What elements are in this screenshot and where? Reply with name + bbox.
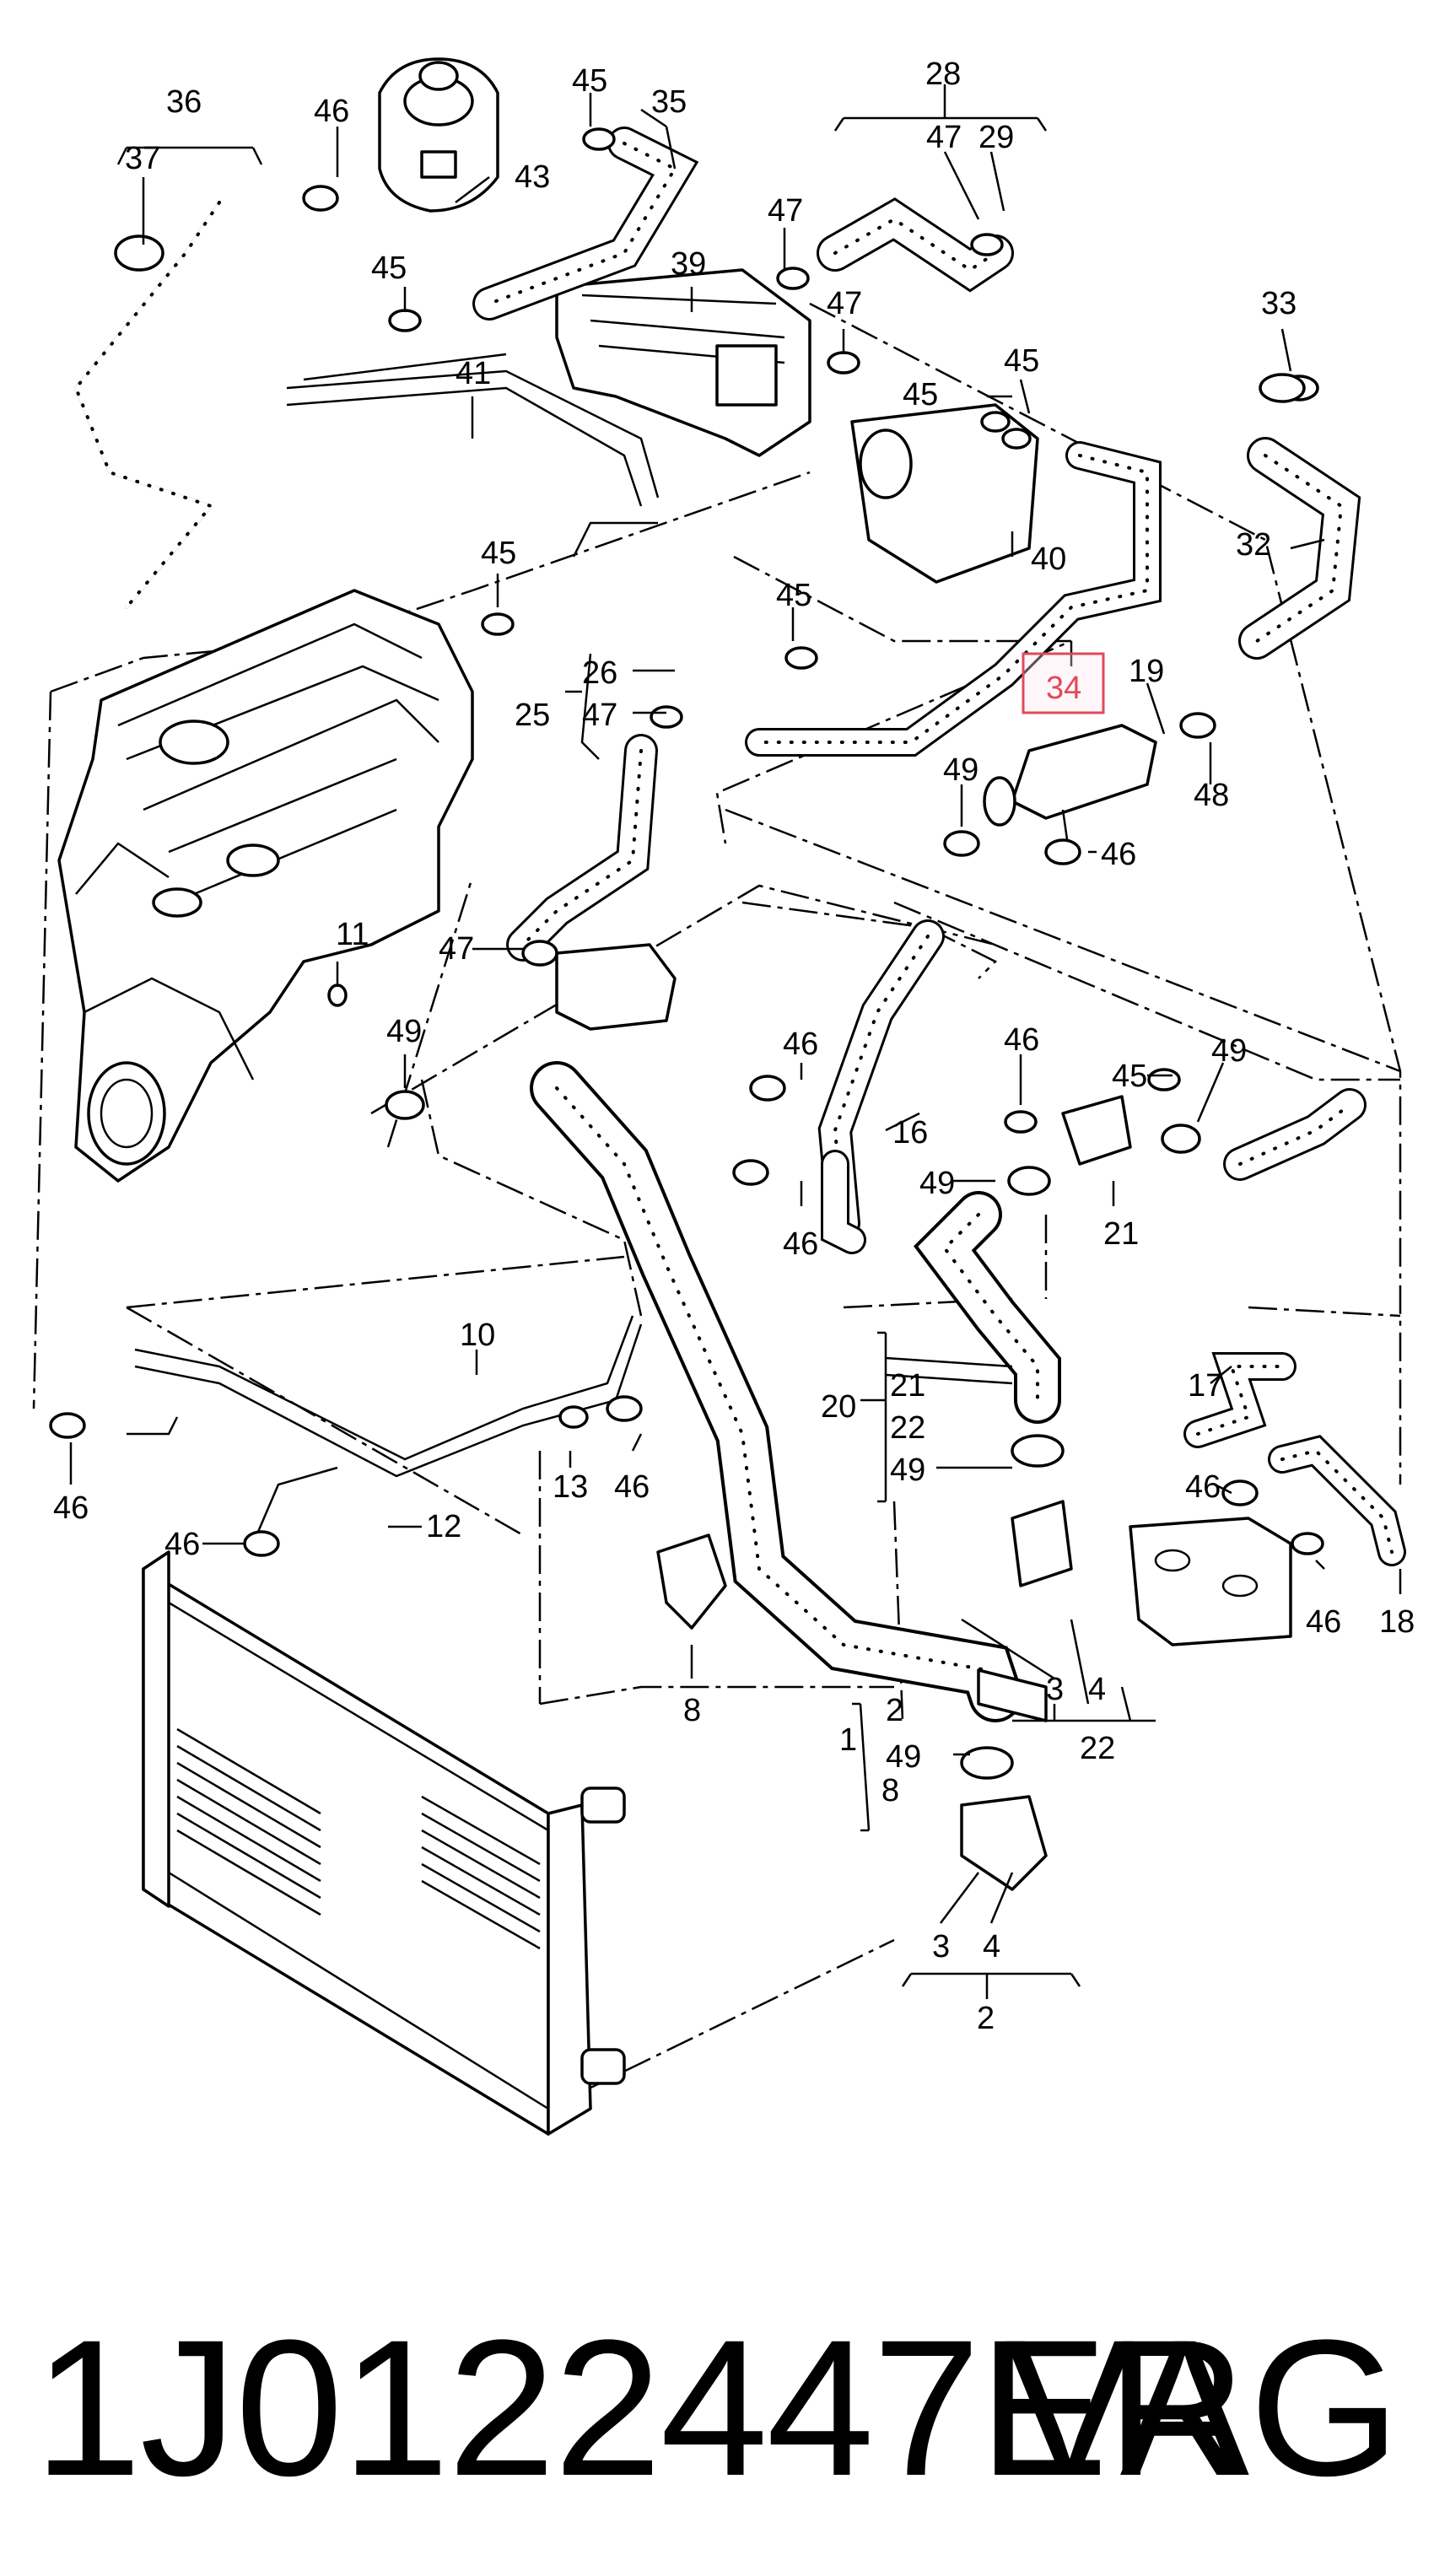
callout-2: 2 bbox=[977, 2001, 995, 2036]
callout-48: 48 bbox=[1194, 778, 1229, 813]
fittings bbox=[555, 724, 1292, 1891]
callout-21: 21 bbox=[890, 1368, 925, 1404]
callout-11: 11 bbox=[336, 917, 369, 952]
callout-1: 1 bbox=[839, 1722, 857, 1758]
callout-8: 8 bbox=[683, 1693, 701, 1728]
callout-19: 19 bbox=[1129, 654, 1164, 689]
brand-name: VAG bbox=[1005, 2299, 1400, 2516]
callout-39: 39 bbox=[671, 246, 706, 282]
egr-cooler bbox=[555, 268, 1039, 584]
callout-21: 21 bbox=[1103, 1216, 1139, 1252]
leader-lines bbox=[69, 84, 1402, 1999]
radiator-fins bbox=[176, 1727, 541, 1950]
callout-22: 22 bbox=[1080, 1731, 1115, 1766]
hoses bbox=[73, 127, 1406, 1722]
callout-45: 45 bbox=[481, 536, 516, 571]
callout-4: 4 bbox=[983, 1929, 1000, 1964]
callout-12: 12 bbox=[426, 1509, 461, 1544]
cooling-pipes bbox=[286, 353, 660, 558]
callout-47: 47 bbox=[439, 931, 474, 967]
callout-46: 46 bbox=[1004, 1022, 1039, 1058]
callout-45: 45 bbox=[371, 251, 407, 286]
part-caption: 1J0122447ER VAG bbox=[34, 2277, 1400, 2530]
callout-47: 47 bbox=[926, 120, 962, 155]
callout-46: 46 bbox=[53, 1490, 89, 1526]
callout-49: 49 bbox=[886, 1739, 921, 1775]
callout-49: 49 bbox=[386, 1014, 422, 1049]
callout-46: 46 bbox=[614, 1469, 650, 1505]
callout-45: 45 bbox=[572, 63, 607, 99]
callout-45: 45 bbox=[1004, 343, 1039, 379]
callout-46: 46 bbox=[1185, 1469, 1221, 1505]
callout-28: 28 bbox=[925, 57, 961, 92]
callout-41: 41 bbox=[456, 356, 491, 391]
callout-47: 47 bbox=[827, 286, 862, 321]
callout-35: 35 bbox=[651, 84, 687, 120]
callout-47: 47 bbox=[582, 698, 617, 733]
callout-16: 16 bbox=[892, 1115, 928, 1151]
callout-45: 45 bbox=[903, 377, 938, 412]
callout-46: 46 bbox=[783, 1226, 818, 1262]
callout-46: 46 bbox=[164, 1527, 200, 1562]
callout-46: 46 bbox=[1306, 1604, 1341, 1640]
callout-45: 45 bbox=[776, 578, 811, 613]
callout-43: 43 bbox=[515, 159, 550, 195]
callout-17: 17 bbox=[1188, 1368, 1223, 1404]
callout-33: 33 bbox=[1261, 286, 1297, 321]
callout-4: 4 bbox=[1088, 1672, 1106, 1707]
callout-2: 2 bbox=[886, 1693, 903, 1728]
callout-49: 49 bbox=[943, 752, 978, 788]
callout-labels: 36 46 45 35 28 47 29 37 43 47 45 39 47 3… bbox=[53, 57, 1415, 2036]
callout-32: 32 bbox=[1236, 527, 1271, 563]
coolant-pipe bbox=[127, 1315, 643, 1544]
expansion-tank bbox=[378, 57, 499, 213]
callout-8: 8 bbox=[881, 1773, 899, 1808]
radiator bbox=[142, 1550, 626, 2136]
callout-18: 18 bbox=[1379, 1604, 1415, 1640]
callout-3: 3 bbox=[1046, 1672, 1064, 1707]
callout-22: 22 bbox=[890, 1410, 925, 1446]
callout-10: 10 bbox=[460, 1318, 495, 1353]
callout-47: 47 bbox=[768, 193, 803, 229]
part-number: 1J0122447ER bbox=[34, 2299, 1247, 2516]
callout-49: 49 bbox=[1211, 1033, 1247, 1069]
callout-3: 3 bbox=[932, 1929, 950, 1964]
callout-20: 20 bbox=[821, 1389, 856, 1425]
callout-37: 37 bbox=[125, 141, 160, 176]
callout-34: 34 bbox=[1046, 671, 1081, 706]
callout-29: 29 bbox=[978, 120, 1014, 155]
highlight-box-34 bbox=[1022, 652, 1105, 714]
callout-25: 25 bbox=[515, 698, 550, 733]
coolant-system-exploded-diagram: 36 46 45 35 28 47 29 37 43 47 45 39 47 3… bbox=[32, 57, 1415, 2136]
callout-49: 49 bbox=[919, 1166, 955, 1201]
callout-13: 13 bbox=[553, 1469, 588, 1505]
callout-36: 36 bbox=[166, 84, 202, 120]
callout-46: 46 bbox=[1101, 837, 1136, 872]
callout-26: 26 bbox=[582, 655, 617, 691]
callout-46: 46 bbox=[314, 94, 349, 129]
callout-46: 46 bbox=[783, 1027, 818, 1062]
callout-45: 45 bbox=[1112, 1059, 1147, 1094]
hose-clamps bbox=[49, 127, 1324, 1780]
engine-block bbox=[57, 589, 474, 1183]
callout-49: 49 bbox=[890, 1452, 925, 1488]
callout-40: 40 bbox=[1031, 542, 1066, 577]
